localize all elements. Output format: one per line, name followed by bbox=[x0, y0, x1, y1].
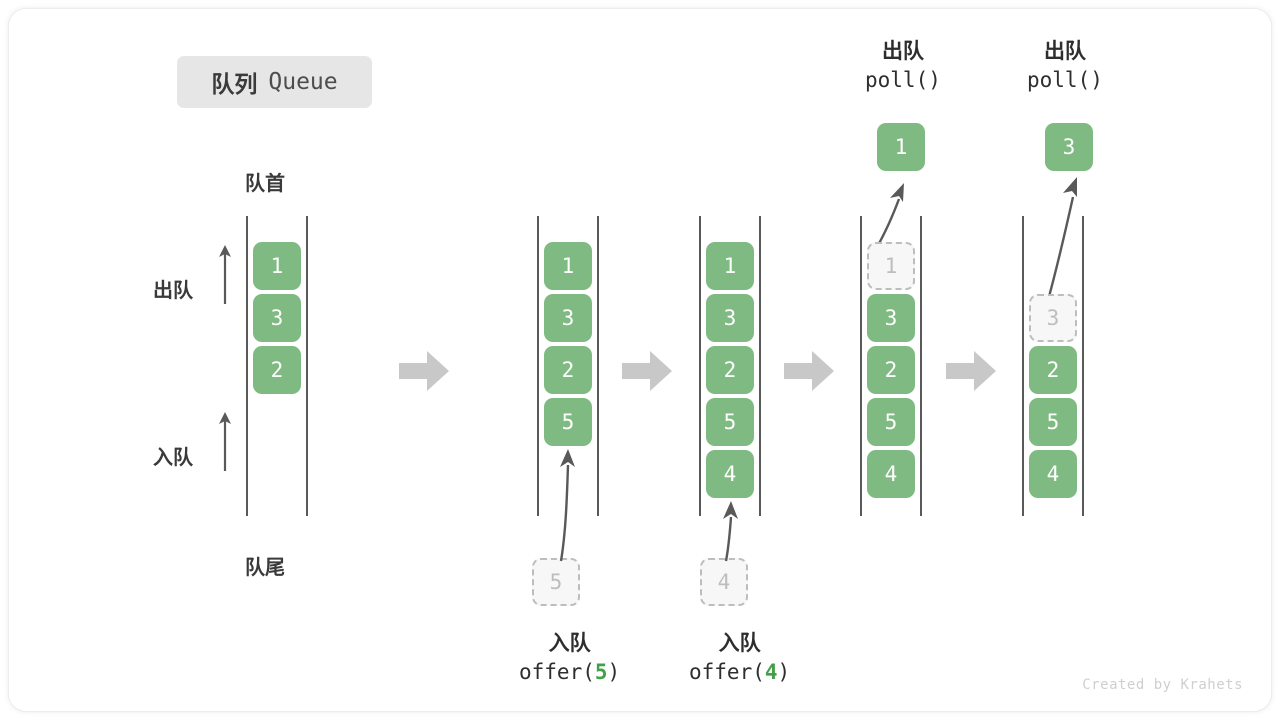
ghost-element: 1 bbox=[867, 242, 915, 290]
ghost-element: 3 bbox=[1029, 294, 1077, 342]
title-badge: 队列 Queue bbox=[177, 56, 372, 108]
queue-element: 2 bbox=[253, 346, 301, 394]
polled-element: 1 bbox=[877, 123, 925, 171]
queue-element: 1 bbox=[544, 242, 592, 290]
queue-tail-label: 队尾 bbox=[245, 555, 285, 579]
queue-element: 2 bbox=[1029, 346, 1077, 394]
caption-code: offer(4) bbox=[689, 658, 790, 687]
step-arrow-icon bbox=[622, 349, 672, 393]
queue-element: 1 bbox=[706, 242, 754, 290]
ghost-element: 5 bbox=[532, 558, 580, 606]
caption-code: offer(5) bbox=[519, 658, 620, 687]
queue-element: 3 bbox=[706, 294, 754, 342]
title-cn: 队列 bbox=[211, 72, 258, 98]
queue-element: 5 bbox=[1029, 398, 1077, 446]
queue-element: 3 bbox=[253, 294, 301, 342]
caption-cn: 出队 bbox=[881, 39, 924, 63]
caption-cn: 入队 bbox=[718, 631, 761, 655]
queue-element: 2 bbox=[706, 346, 754, 394]
operation-caption-poll-3: 出队 poll() bbox=[1027, 37, 1103, 95]
queue-column-poll-3: 3 2 5 4 bbox=[1022, 216, 1084, 516]
caption-close: ) bbox=[1090, 67, 1103, 92]
queue-element: 4 bbox=[867, 450, 915, 498]
caption-arg: 4 bbox=[764, 659, 778, 684]
queue-rail-right bbox=[759, 216, 761, 516]
queue-rail-right bbox=[597, 216, 599, 516]
queue-column-initial: 1 3 2 bbox=[246, 216, 308, 516]
queue-column-after-offer-5: 1 3 2 5 bbox=[537, 216, 599, 516]
polled-element: 3 bbox=[1045, 123, 1093, 171]
diagram-card: 队列 Queue 队首 队尾 出队 入队 1 3 2 1 3 bbox=[8, 8, 1272, 712]
queue-element: 5 bbox=[706, 398, 754, 446]
queue-element: 5 bbox=[867, 398, 915, 446]
queue-column-after-offer-4: 1 3 2 5 4 bbox=[699, 216, 761, 516]
incoming-ghost-box-4: 4 bbox=[700, 558, 748, 606]
caption-close: ) bbox=[607, 659, 621, 684]
caption-code: poll() bbox=[1027, 66, 1103, 95]
caption-cn: 入队 bbox=[548, 631, 591, 655]
enqueue-direction-arrow bbox=[215, 409, 235, 473]
step-arrow-icon bbox=[784, 349, 834, 393]
dequeue-side-label: 出队 bbox=[153, 278, 193, 302]
queue-rail-left bbox=[699, 216, 701, 516]
queue-rail-right bbox=[306, 216, 308, 516]
queue-element: 4 bbox=[1029, 450, 1077, 498]
caption-fn: offer( bbox=[519, 659, 595, 684]
caption-code: poll() bbox=[865, 66, 941, 95]
queue-element: 3 bbox=[544, 294, 592, 342]
queue-rail-left bbox=[246, 216, 248, 516]
queue-rail-left bbox=[860, 216, 862, 516]
incoming-ghost-box-5: 5 bbox=[532, 558, 580, 606]
caption-close: ) bbox=[928, 67, 941, 92]
queue-element: 2 bbox=[867, 346, 915, 394]
polled-element-box-1: 1 bbox=[877, 123, 925, 171]
enqueue-flow-arrow-5 bbox=[539, 443, 589, 563]
caption-fn: poll( bbox=[1027, 67, 1091, 92]
queue-element: 3 bbox=[867, 294, 915, 342]
watermark: Created by Krahets bbox=[1082, 677, 1243, 693]
queue-rail-right bbox=[920, 216, 922, 516]
operation-caption-poll-1: 出队 poll() bbox=[865, 37, 941, 95]
queue-element-new: 4 bbox=[706, 450, 754, 498]
enqueue-side-label: 入队 bbox=[153, 445, 193, 469]
ghost-element: 4 bbox=[700, 558, 748, 606]
operation-caption-offer-4: 入队 offer(4) bbox=[689, 629, 790, 687]
step-arrow-icon bbox=[399, 349, 449, 393]
queue-rail-right bbox=[1082, 216, 1084, 516]
enqueue-flow-arrow-4 bbox=[705, 495, 755, 563]
caption-close: ) bbox=[777, 659, 791, 684]
queue-element-new: 5 bbox=[544, 398, 592, 446]
caption-fn: poll( bbox=[865, 67, 929, 92]
caption-arg: 5 bbox=[594, 659, 608, 684]
dequeue-direction-arrow bbox=[215, 242, 235, 306]
queue-head-label: 队首 bbox=[245, 171, 285, 195]
queue-column-poll-1: 1 3 2 5 4 bbox=[860, 216, 922, 516]
queue-element: 1 bbox=[253, 242, 301, 290]
caption-cn: 出队 bbox=[1043, 39, 1086, 63]
caption-fn: offer( bbox=[689, 659, 765, 684]
queue-rail-left bbox=[537, 216, 539, 516]
step-arrow-icon bbox=[946, 349, 996, 393]
polled-element-box-3: 3 bbox=[1045, 123, 1093, 171]
title-en: Queue bbox=[268, 69, 338, 95]
queue-element: 2 bbox=[544, 346, 592, 394]
queue-rail-left bbox=[1022, 216, 1024, 516]
operation-caption-offer-5: 入队 offer(5) bbox=[519, 629, 620, 687]
